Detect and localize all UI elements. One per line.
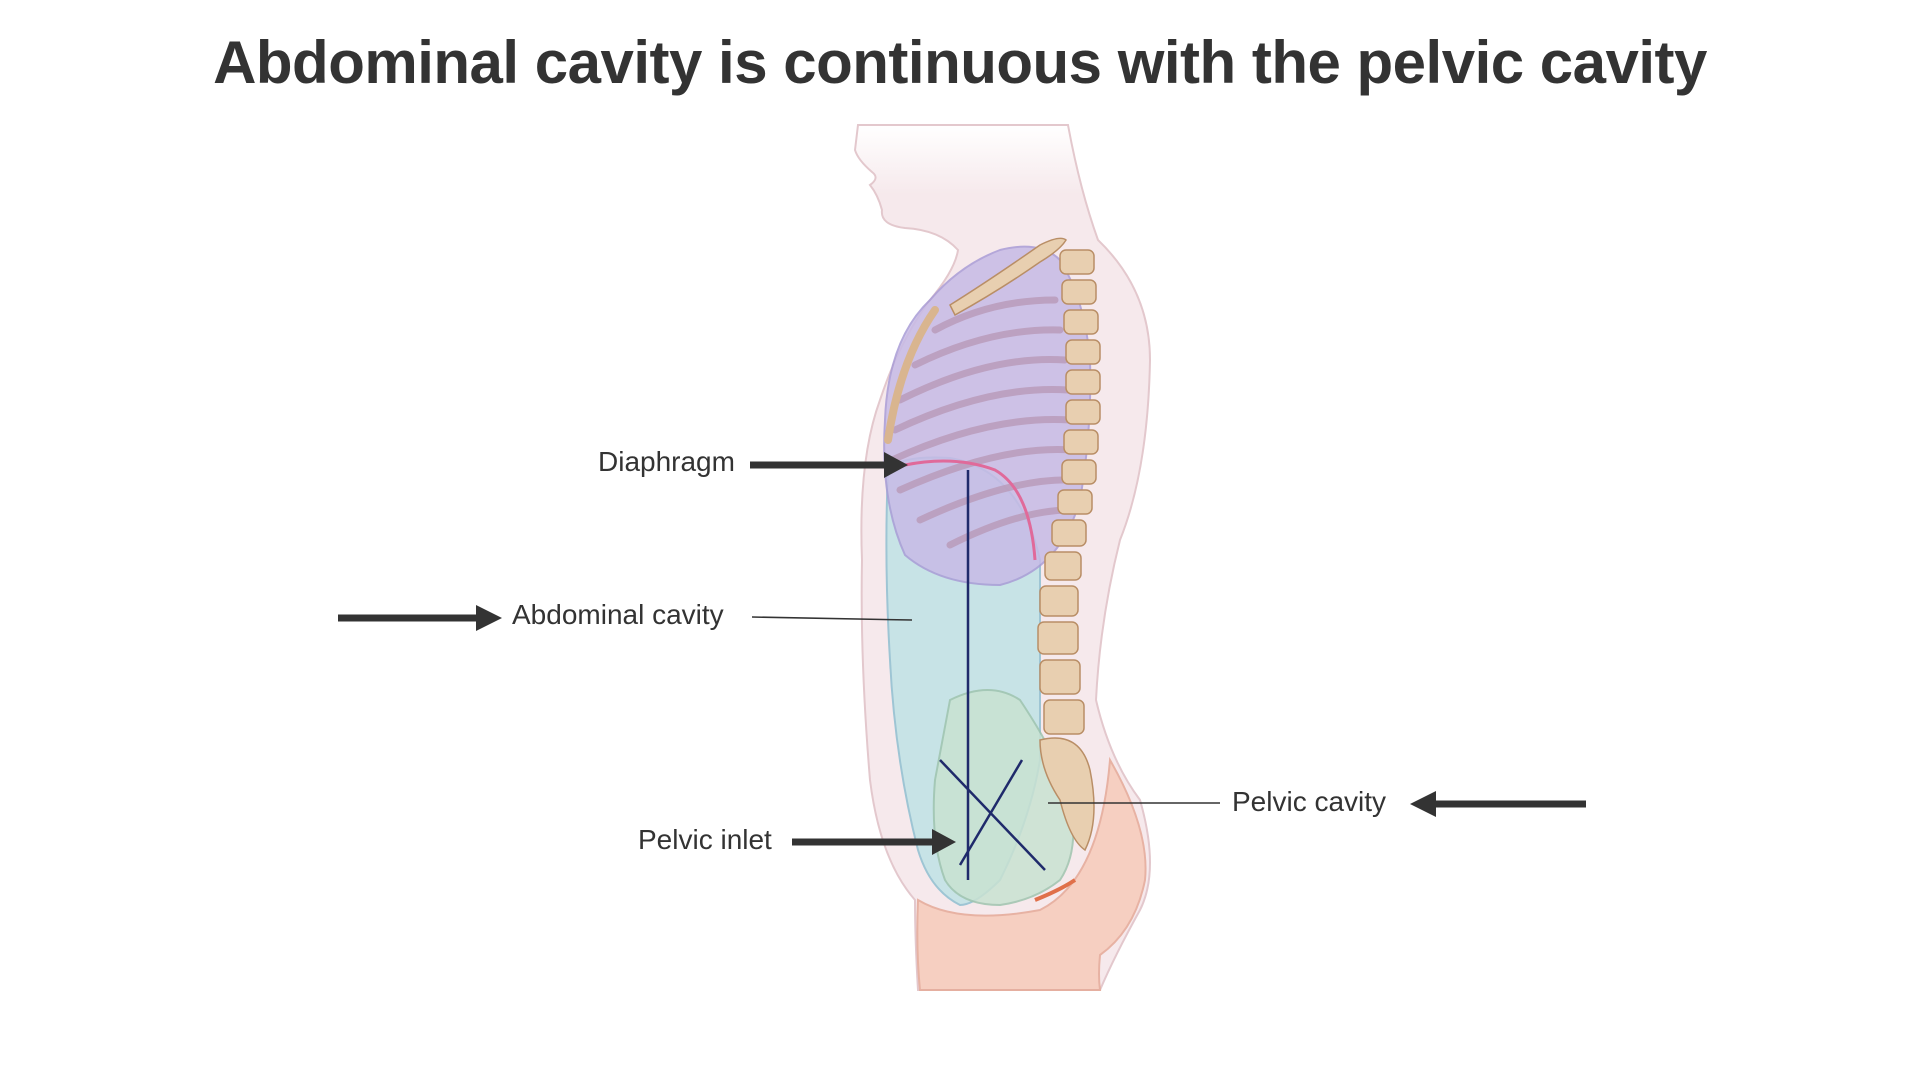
page-title: Abdominal cavity is continuous with the …: [213, 29, 1707, 96]
pelvic-cavity-label: Pelvic cavity: [1232, 786, 1387, 817]
right-arrow-icon: [338, 605, 502, 631]
diaphragm-line: [904, 459, 1037, 561]
diaphragm-label: Diaphragm: [598, 446, 735, 477]
axis-lines: [939, 470, 1046, 880]
clavicle: [949, 237, 1067, 317]
spine: [1037, 249, 1101, 852]
abdominal-cavity-label: Abdominal cavity: [512, 599, 724, 630]
sternum: [884, 306, 939, 444]
pelvic-inlet-label: Pelvic inlet: [638, 824, 772, 855]
lower-body: [916, 756, 1147, 991]
left-arrow-icon: [1410, 791, 1586, 817]
right-arrow-icon: [792, 829, 956, 855]
pelvic-floor-line: [1034, 878, 1077, 902]
ribs: [888, 296, 1076, 549]
right-arrow-icon: [750, 452, 908, 478]
leader-lines: [751, 616, 1220, 804]
